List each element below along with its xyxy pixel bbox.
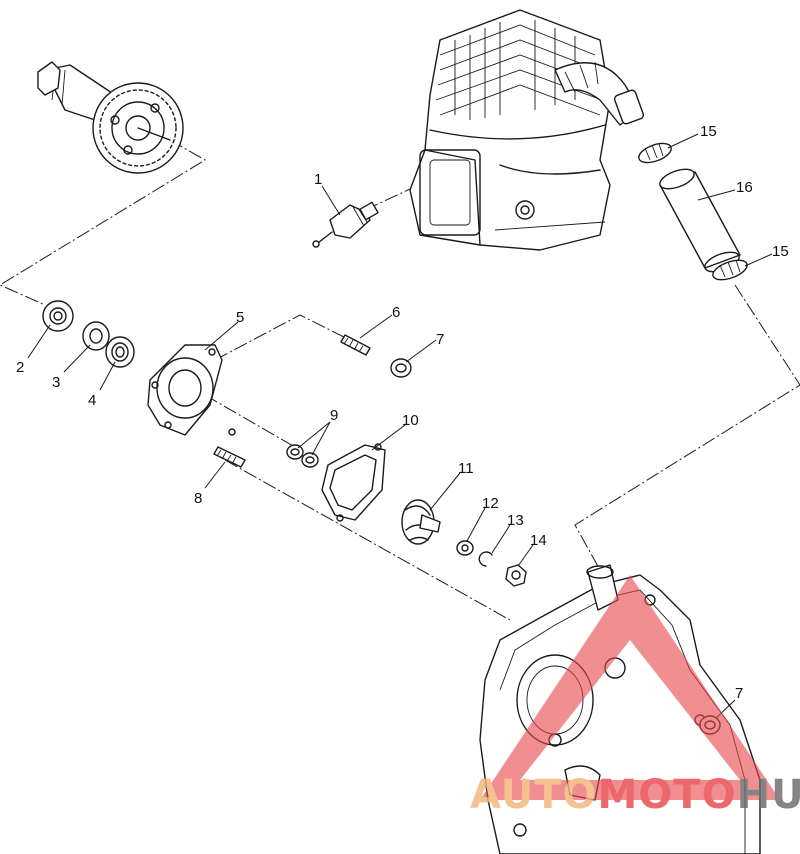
nut-14 (505, 564, 527, 587)
watermark-hub: HUB (737, 772, 800, 818)
callout-7-top: 7 (436, 331, 444, 348)
stud-8 (213, 446, 246, 468)
pump-housing (147, 344, 236, 436)
cylinder-assembly (409, 9, 645, 251)
svg-text:AUTOMOTOHUB: AUTOMOTOHUB (470, 772, 800, 818)
callout-numbers: 1 2 3 4 5 6 7 7 8 9 10 11 12 13 14 15 15… (16, 123, 789, 702)
watermark: AUTOMOTOHUB (470, 575, 800, 818)
callout-1: 1 (314, 171, 322, 188)
bearing-2 (42, 300, 74, 332)
hose-16 (659, 168, 741, 273)
callout-4: 4 (88, 392, 96, 409)
temperature-sensor (312, 201, 379, 248)
callout-14: 14 (530, 532, 547, 549)
callout-13: 13 (507, 512, 524, 529)
watermark-auto: AUTO (470, 772, 598, 818)
callout-15-bottom: 15 (772, 243, 789, 260)
callout-11: 11 (458, 460, 474, 477)
drive-gear-shaft (37, 61, 184, 174)
bearing-3 (82, 321, 110, 351)
callout-9: 9 (330, 407, 338, 424)
gasket-10 (321, 443, 386, 522)
callout-5: 5 (236, 309, 244, 326)
callout-16: 16 (736, 179, 753, 196)
callout-15-top: 15 (700, 123, 717, 140)
o-rings-9 (286, 444, 319, 468)
hose-clamp-15-top (638, 142, 672, 164)
washer-12 (456, 540, 474, 556)
clip-13 (478, 551, 493, 567)
callout-8: 8 (194, 490, 202, 507)
callout-2: 2 (16, 359, 24, 376)
callout-10: 10 (402, 412, 419, 429)
seal-4 (105, 336, 135, 368)
stud-6 (340, 334, 371, 356)
callout-12: 12 (482, 495, 499, 512)
callout-7-bottom: 7 (735, 685, 743, 702)
watermark-triangle-icon (480, 575, 780, 800)
impeller-11 (401, 499, 441, 545)
leader-lines (27, 133, 773, 719)
callout-6: 6 (392, 304, 400, 321)
hose-clamp-15-bottom (712, 259, 748, 281)
callout-3: 3 (52, 374, 60, 391)
watermark-moto: MOTO (598, 772, 737, 818)
nut-7-top (390, 358, 412, 378)
